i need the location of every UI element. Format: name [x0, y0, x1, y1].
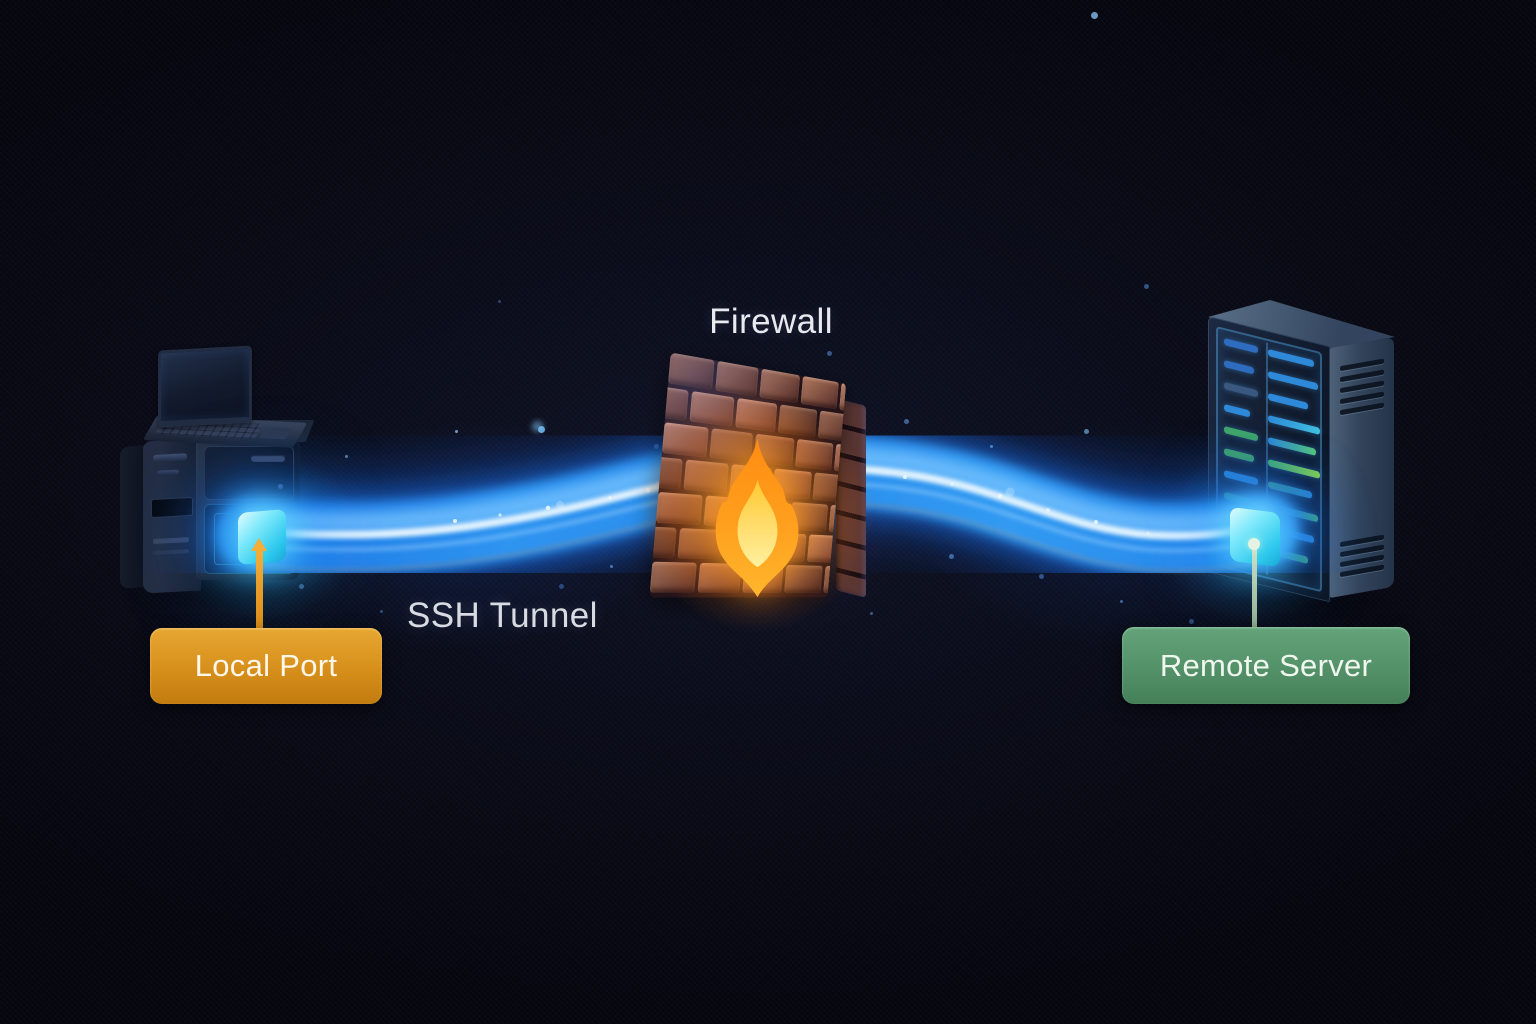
beam-particle [1094, 520, 1098, 524]
led-bar [1268, 370, 1318, 391]
drive-slot [251, 455, 285, 461]
vent-slat [1340, 369, 1384, 383]
led-bar [1224, 447, 1254, 463]
beam-particle [1046, 508, 1050, 512]
desktop-tower-column [143, 438, 201, 594]
vent-slat [1340, 564, 1384, 578]
led-bar [1268, 414, 1320, 435]
sparkle-particles [0, 0, 3, 3]
ssh-tunnel-label: SSH Tunnel [407, 596, 598, 635]
led-bar [1224, 425, 1258, 442]
led-bar [1224, 469, 1258, 486]
led-bar [1268, 436, 1316, 456]
local-port-connector-line [251, 538, 267, 630]
laptop-icon [158, 345, 252, 428]
beam-particle [545, 505, 551, 511]
vent-slat [1340, 402, 1384, 416]
remote-server-badge: Remote Server [1122, 627, 1410, 704]
vent-slat [1340, 380, 1384, 394]
led-bar [1224, 491, 1252, 506]
beam-particle [1146, 531, 1150, 535]
flame-icon [715, 438, 799, 598]
beam-particle [453, 519, 457, 523]
laptop-trackpad [259, 426, 292, 440]
beam-particle [903, 475, 907, 479]
beam-particle [1005, 487, 1015, 497]
sparkle-particle [902, 489, 912, 499]
beam-particle [498, 513, 502, 517]
led-bar [1224, 359, 1254, 375]
vent-slat [1340, 358, 1384, 372]
vent-line [153, 549, 189, 555]
vent-line [153, 537, 189, 544]
firewall-label: Firewall [709, 302, 833, 341]
vent-slat [1340, 391, 1384, 405]
sparkle-particle [412, 538, 421, 547]
sparkle-particle [532, 421, 543, 432]
led-bar [1268, 392, 1308, 410]
server-side-panel [1330, 336, 1394, 598]
led-bar [1268, 458, 1320, 479]
remote-server-connector-line [1248, 538, 1260, 630]
led-bar [1268, 480, 1312, 499]
led-bar [1224, 403, 1250, 418]
drive-bay [151, 496, 193, 519]
beam-particle [997, 493, 1003, 499]
beam-particle [556, 501, 564, 509]
upper-panel [204, 446, 294, 500]
drive-slot [153, 453, 187, 462]
beam-particle [950, 482, 954, 486]
beam-particle [608, 496, 612, 500]
power-led [278, 484, 283, 489]
local-port-badge: Local Port [150, 628, 382, 704]
led-bar [1224, 381, 1258, 398]
beam-particle [645, 487, 651, 493]
drive-slot [157, 469, 179, 476]
